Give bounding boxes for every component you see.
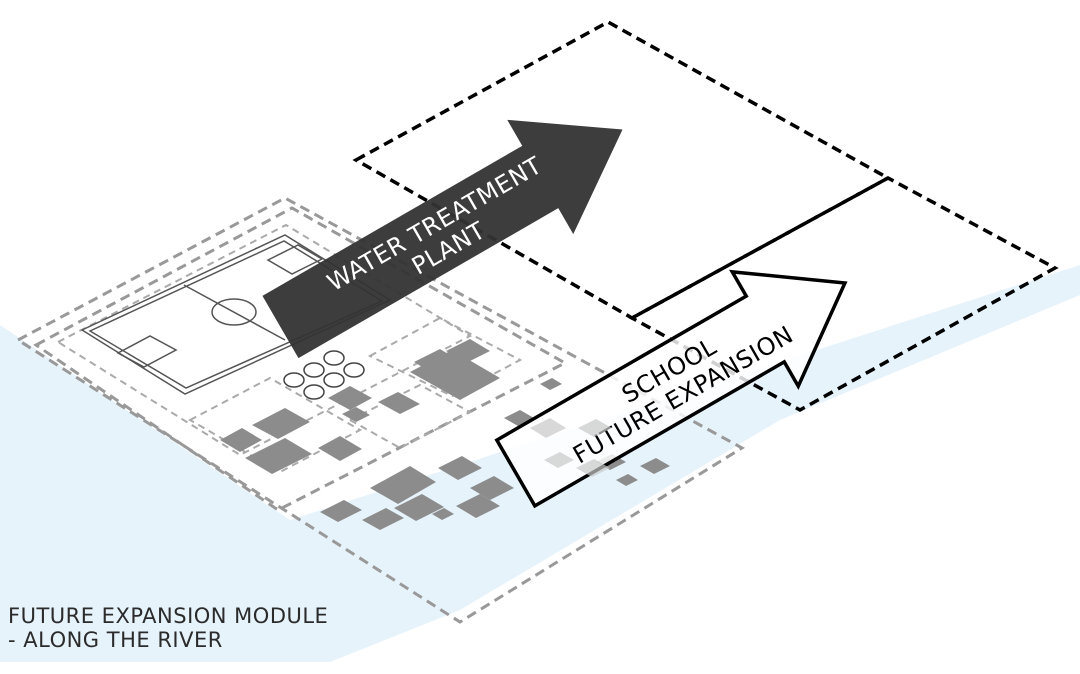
tank-1 [283,372,305,388]
existing-campus-site [15,196,745,624]
building [544,452,574,468]
building [318,436,362,461]
field-center-circle [211,298,257,326]
building [616,474,638,486]
building [640,458,670,474]
field-penalty-box-east [266,244,324,275]
water-treatment-arrow: WATER TREATMENT PLANT [262,119,623,359]
building [456,494,500,518]
building [576,459,610,477]
school-expansion-arrow-shape [494,269,848,509]
field-penalty-box-west [116,335,178,368]
caption-line1: FUTURE EXPANSION MODULE [8,604,329,628]
building [252,408,310,439]
field-halfway-line [183,284,286,341]
building [470,476,514,500]
zone-sports [55,223,473,457]
building [320,500,362,522]
building [432,508,454,520]
building [328,386,372,410]
building [438,456,482,480]
tank-6 [343,362,365,378]
building [446,339,490,363]
buildings-under-arrow [530,418,612,477]
building [414,349,458,373]
building [530,418,566,438]
building [540,378,562,390]
building [245,438,312,474]
caption-line2: - ALONG THE RIVER [8,628,223,652]
building [370,466,436,504]
building [504,410,534,426]
tank-2 [303,362,325,378]
water-treatment-arrow-shape [262,119,623,359]
tank-3 [323,350,345,366]
building [394,494,444,521]
building [220,428,262,452]
building [578,419,612,437]
tank-4 [303,384,325,400]
building [362,508,404,530]
building [342,407,370,422]
water-tanks [283,350,365,400]
site-boundary-outer [15,196,745,624]
site-boundary-inner [33,206,569,512]
tank-5 [323,372,345,388]
zone-east [367,316,523,398]
diagram-caption: FUTURE EXPANSION MODULE - ALONG THE RIVE… [8,604,328,652]
building [378,392,420,414]
zone-classrooms [187,376,363,474]
